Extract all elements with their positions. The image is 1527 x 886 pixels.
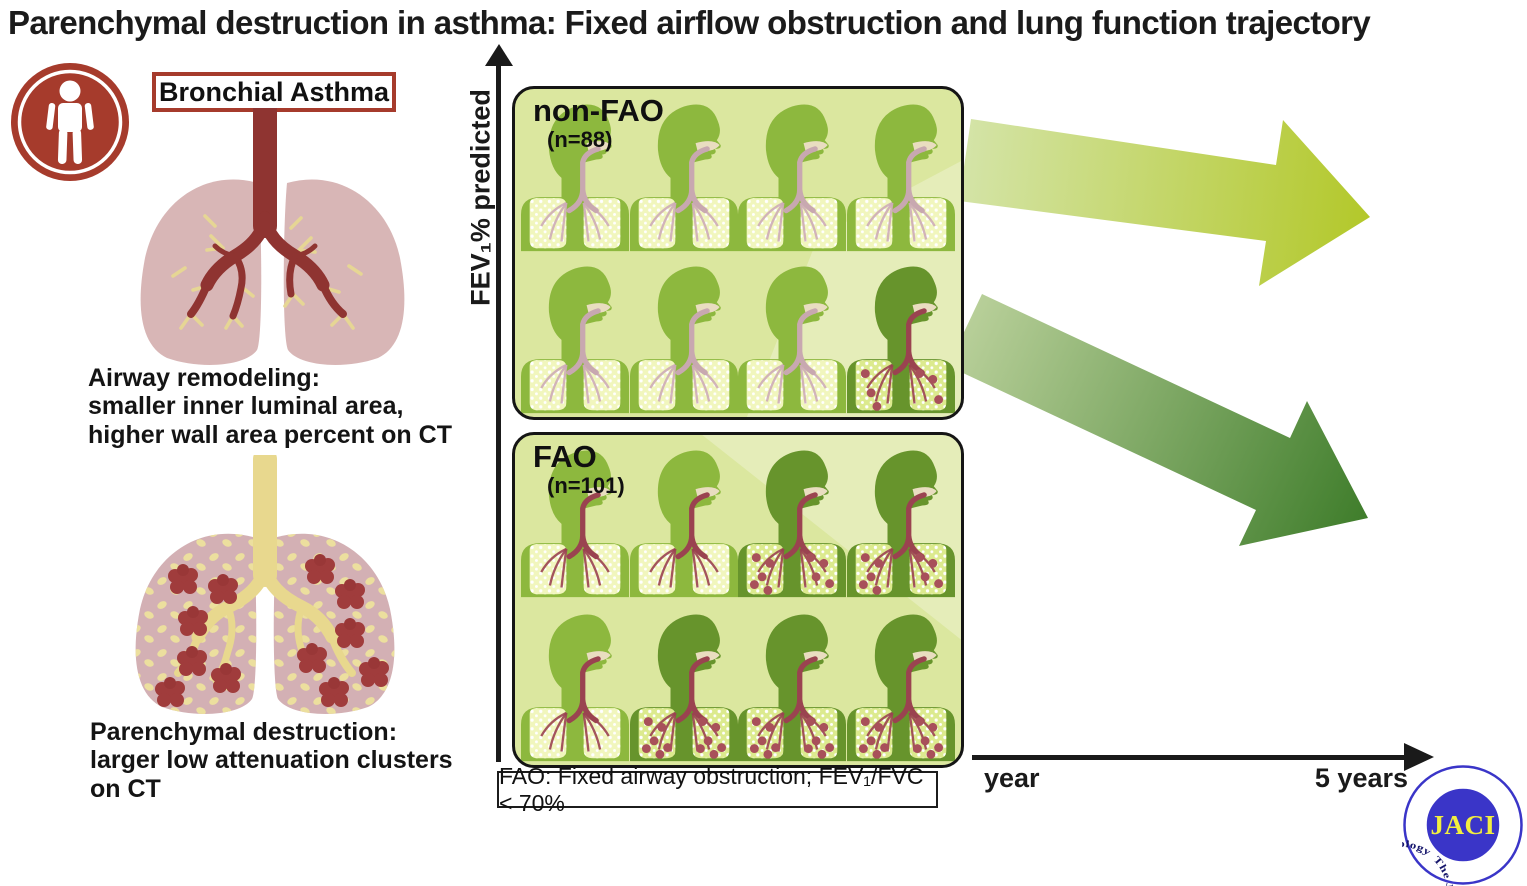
patient-figure [521,104,629,252]
FAO-row-2 [518,604,958,762]
patient-figure [521,266,629,414]
patient-figure [738,266,847,414]
FAO-definition-footnote: FAO: Fixed airway obstruction; FEV₁/FVC … [497,763,938,816]
destruction-dots [860,369,944,411]
x-axis-start-label: year [984,763,1040,793]
lungs [638,360,729,411]
trachea [675,308,710,376]
FAO-row-1 [518,440,958,598]
FAO-label: FAO [533,439,597,474]
airway-remodeling-caption: Airway remodeling: smaller inner luminal… [88,364,452,449]
destruction-dots [750,717,835,759]
trachea [566,492,601,560]
trachea [783,146,819,214]
nonFAO-row-2 [518,256,958,414]
patient-figure [629,450,738,598]
lungs [638,544,729,595]
trachea [892,146,927,214]
trachea [675,146,710,214]
x-axis-line [972,755,1408,760]
patient-figure [521,614,629,762]
trachea [566,656,601,724]
nonFAO-group-box: non-FAO (n=88) [512,86,964,420]
y-axis-arrowhead-icon [485,44,513,66]
patient-figure [629,614,738,762]
destruction-dots [641,717,726,759]
x-axis-end-label: 5 years [1314,763,1408,793]
person-icon [11,63,129,181]
y-axis-label: FEV₁% predicted [465,89,496,306]
nonFAO-label-block: non-FAO (n=88) [533,95,664,151]
patient-figure [738,614,847,762]
journal-logo: The Journal of Allergy & Clinical Immuno… [1402,765,1523,886]
patient-figure [846,614,955,762]
page-title: Parenchymal destruction in asthma: Fixed… [8,4,1371,41]
condition-label-box: Bronchial Asthma [152,72,396,112]
trachea [783,308,819,376]
airway-remodeling-lungs-illustration [140,108,405,365]
trachea [566,308,601,376]
nonFAO-row-1 [518,94,958,252]
destruction-dots [750,553,835,595]
patient-figure [738,450,847,598]
FAO-trajectory-arrow [948,294,1368,546]
patient-figure [629,104,738,252]
FAO-n-count: (n=101) [547,473,625,498]
patient-figure [846,104,955,252]
patient-figure [846,450,955,598]
lungs [746,360,838,411]
nonFAO-n-count: (n=88) [547,127,613,152]
condition-label: Bronchial Asthma [158,76,390,107]
parenchymal-destruction-caption: Parenchymal destruction: larger low atte… [90,718,453,803]
FAO-label-block: FAO (n=101) [533,441,625,497]
nonFAO-trajectory-arrow [959,119,1370,286]
parenchymal-destruction-lungs-illustration [135,455,395,714]
nonFAO-label: non-FAO [533,93,664,128]
trachea [675,492,710,560]
patient-figure [846,266,955,414]
trachea [566,146,601,214]
destruction-dots [858,717,944,759]
patient-figure [521,450,629,598]
FAO-group-box: FAO (n=101) [512,432,964,768]
destruction-dots [858,553,944,595]
patient-figure [738,104,847,252]
journal-acronym: JACI [1430,810,1495,840]
x-axis-arrowhead-icon [1404,743,1434,771]
patient-figure [629,266,738,414]
y-axis-line [496,58,501,762]
trajectory-arrows [948,119,1370,546]
